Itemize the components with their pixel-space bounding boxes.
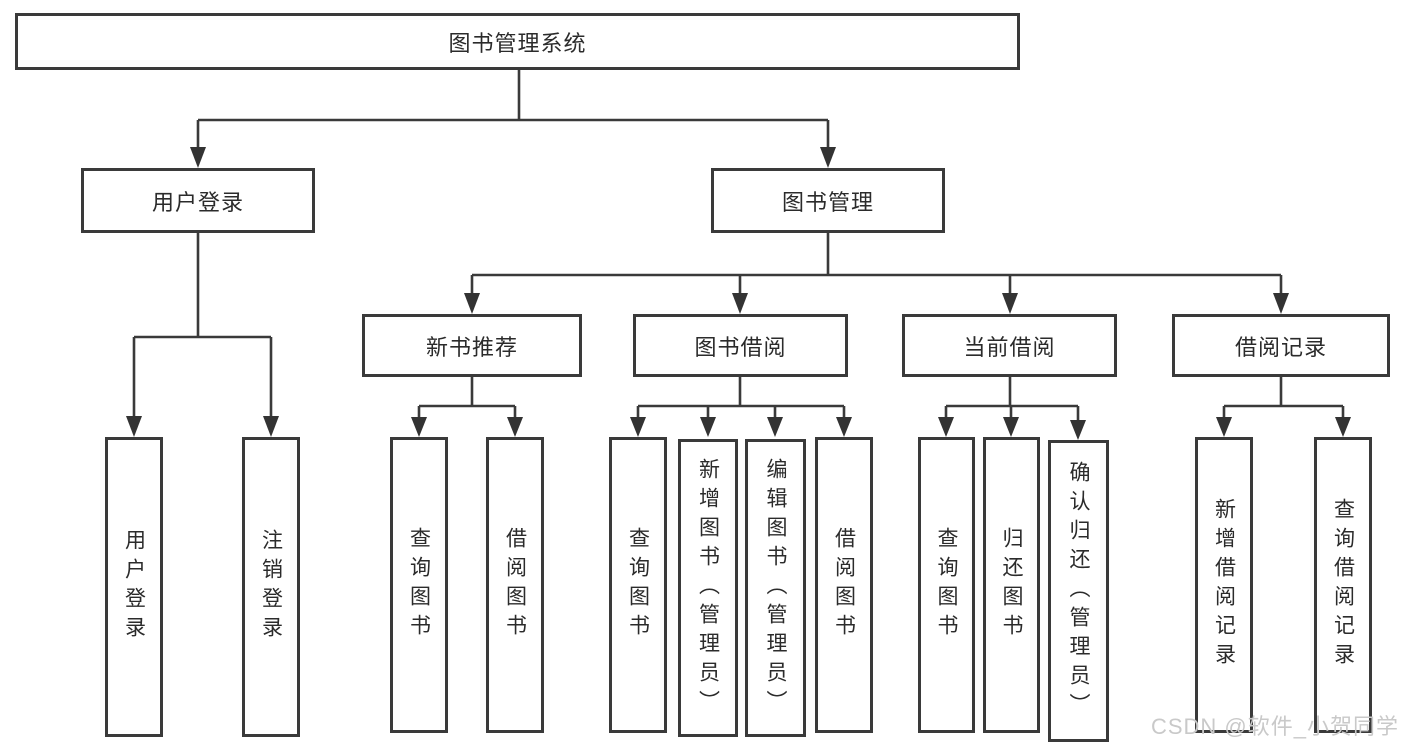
node-borrow-records: 借阅记录 <box>1172 314 1390 377</box>
leaf-query-books-current-label: 查询图书 <box>935 527 958 643</box>
node-book-borrow: 图书借阅 <box>633 314 848 377</box>
node-book-management: 图书管理 <box>711 168 945 233</box>
leaf-user-login-label: 用户登录 <box>122 529 146 645</box>
leaf-query-books-recommend-label: 查询图书 <box>407 527 431 643</box>
leaf-logout: 注销登录 <box>242 437 300 737</box>
leaf-edit-book-admin: 编辑图书（管理员） <box>745 439 806 737</box>
leaf-query-books-borrow-label: 查询图书 <box>626 527 650 643</box>
leaf-add-book-admin-label: 新增图书（管理员） <box>696 457 720 719</box>
leaf-confirm-return-admin: 确认归还（管理员） <box>1048 440 1109 742</box>
leaf-add-book-admin: 新增图书（管理员） <box>678 439 738 737</box>
node-current-borrow-label: 当前借阅 <box>963 334 1056 360</box>
leaf-query-books-recommend: 查询图书 <box>390 437 448 733</box>
node-book-management-label: 图书管理 <box>781 189 874 215</box>
node-book-borrow-label: 图书借阅 <box>694 334 787 360</box>
leaf-borrow-books-borrow: 借阅图书 <box>815 437 873 733</box>
leaf-query-books-current: 查询图书 <box>918 437 975 733</box>
leaf-user-login: 用户登录 <box>105 437 163 737</box>
leaf-add-borrow-record-label: 新增借阅记录 <box>1212 498 1236 672</box>
node-borrow-records-label: 借阅记录 <box>1234 334 1327 360</box>
leaf-query-books-borrow: 查询图书 <box>609 437 667 733</box>
node-new-book-recommend-label: 新书推荐 <box>425 334 518 360</box>
leaf-return-books-label: 归还图书 <box>1000 527 1023 643</box>
leaf-borrow-books-recommend: 借阅图书 <box>486 437 544 733</box>
leaf-logout-label: 注销登录 <box>259 529 283 645</box>
node-user-login: 用户登录 <box>81 168 315 233</box>
node-user-login-label: 用户登录 <box>151 189 244 215</box>
leaf-borrow-books-borrow-label: 借阅图书 <box>832 527 856 643</box>
leaf-edit-book-admin-label: 编辑图书（管理员） <box>764 457 787 719</box>
leaf-query-borrow-record: 查询借阅记录 <box>1314 437 1372 733</box>
leaf-confirm-return-admin-label: 确认归还（管理员） <box>1067 460 1090 722</box>
leaf-borrow-books-recommend-label: 借阅图书 <box>503 527 527 643</box>
leaf-return-books: 归还图书 <box>983 437 1040 733</box>
leaf-query-borrow-record-label: 查询借阅记录 <box>1331 498 1355 672</box>
node-current-borrow: 当前借阅 <box>902 314 1117 377</box>
leaf-add-borrow-record: 新增借阅记录 <box>1195 437 1253 733</box>
node-library-management-system-label: 图书管理系统 <box>448 30 587 56</box>
node-library-management-system: 图书管理系统 <box>15 13 1020 70</box>
node-new-book-recommend: 新书推荐 <box>362 314 582 377</box>
